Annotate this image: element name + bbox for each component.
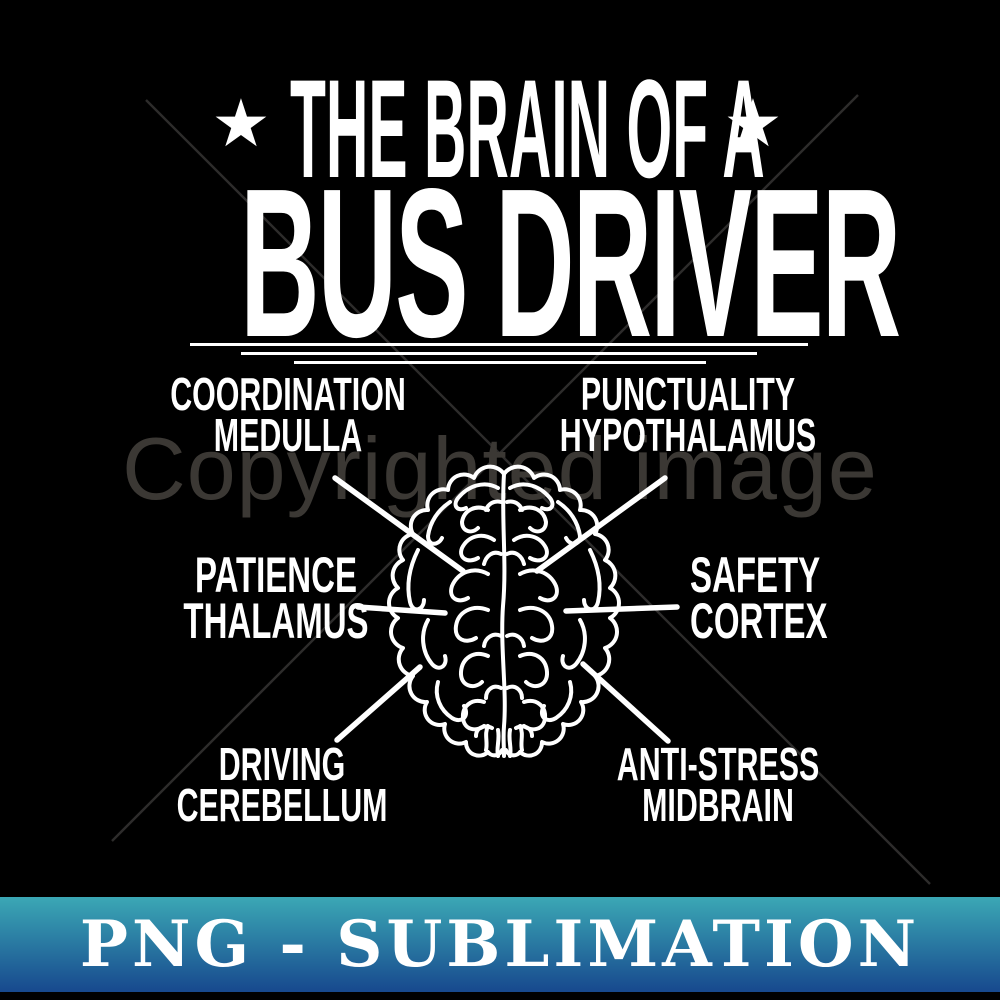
brain-label-anti-stress-midbrain: ANTI-STRESS MIDBRAIN [617, 741, 819, 828]
connector-safety [563, 604, 680, 614]
star-icon: ★ [723, 86, 783, 160]
label-line: HYPOTHALAMUS [559, 409, 817, 461]
label-line: CEREBELLUM [176, 779, 388, 831]
footer-banner: PNG - SUBLIMATION [0, 897, 1000, 992]
underline-rule [241, 352, 757, 355]
brain-label-patience-thalamus: PATIENCE THALAMUS [183, 550, 368, 646]
title-top-line: THE BRAIN OF A [290, 50, 765, 207]
brain-illustration [387, 464, 621, 758]
label-line: THALAMUS [183, 593, 369, 649]
label-line: DRIVING [218, 738, 346, 790]
label-line: PUNCTUALITY [580, 368, 796, 420]
star-icon: ★ [211, 86, 271, 160]
brain-label-coordination-medulla: COORDINATION MEDULLA [170, 371, 406, 458]
brain-label-driving-cerebellum: DRIVING CEREBELLUM [177, 741, 388, 828]
label-line: PATIENCE [195, 547, 357, 603]
label-line: CORTEX [690, 593, 828, 649]
connector-driving [334, 664, 423, 743]
underline-rule [190, 343, 808, 346]
connector-antistress [580, 661, 671, 744]
label-line: MEDULLA [213, 409, 363, 461]
connector-punctuality [534, 475, 668, 574]
label-line: MIDBRAIN [642, 779, 794, 831]
label-line: ANTI-STRESS [616, 738, 820, 790]
connector-patience [355, 604, 448, 616]
brain-label-punctuality-hypothalamus: PUNCTUALITY HYPOTHALAMUS [560, 371, 816, 458]
label-line: COORDINATION [170, 368, 406, 420]
footer-banner-text: PNG - SUBLIMATION [79, 907, 921, 982]
label-line: SAFETY [690, 547, 821, 603]
brain-label-safety-cortex: SAFETY CORTEX [690, 550, 828, 646]
underline-rule [294, 361, 706, 364]
connector-coordination [332, 475, 466, 574]
